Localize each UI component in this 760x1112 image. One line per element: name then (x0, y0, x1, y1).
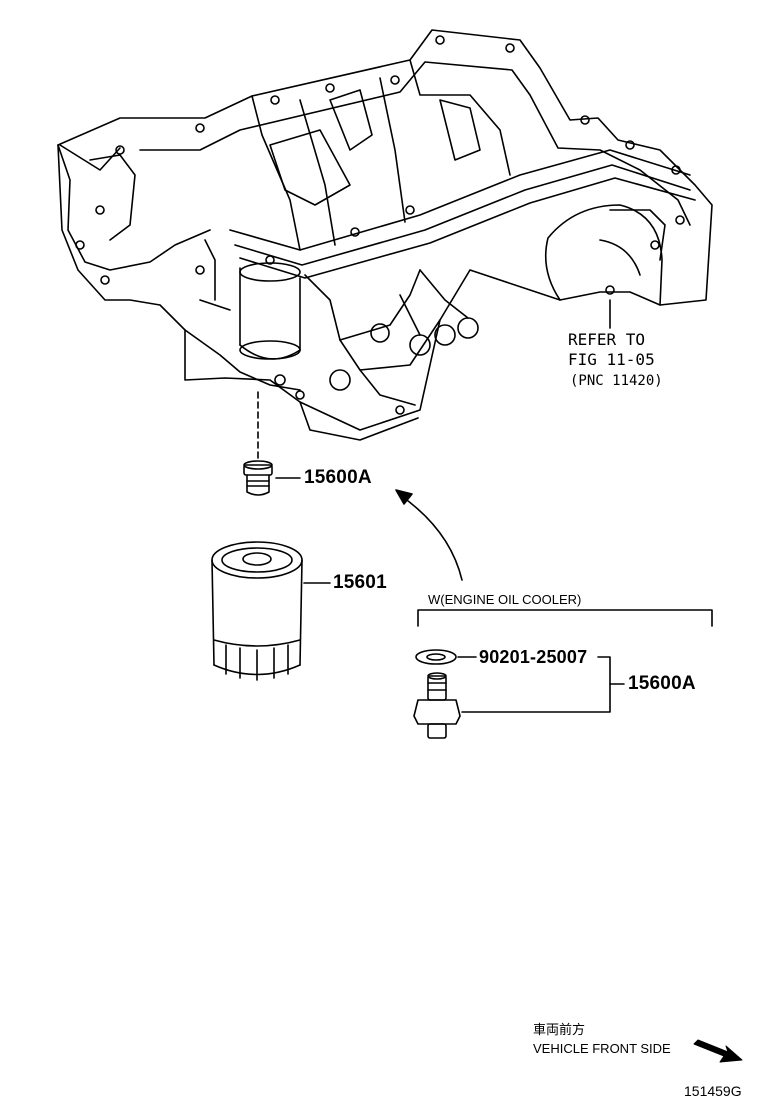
variant-caption: W(ENGINE OIL COOLER) (428, 592, 582, 607)
oil-filter-illustration (211, 541, 303, 681)
variant-bracket (417, 609, 713, 627)
curved-arrow-head (395, 489, 413, 505)
curved-arrow (399, 494, 463, 581)
label-oil-filter-part: 15601 (333, 572, 387, 593)
vehicle-front-arrow-icon (693, 1039, 743, 1063)
refer-line-3: (PNC 11420) (570, 373, 663, 389)
figure-number: 151459G (684, 1083, 742, 1099)
label-gasket-part: 90201-25007 (479, 647, 588, 667)
oil-pan-illustration (57, 29, 713, 441)
refer-line-2: FIG 11-05 (568, 350, 655, 369)
front-side-english: VEHICLE FRONT SIDE (533, 1041, 671, 1056)
label-drain-union-part: 15600A (304, 467, 372, 488)
refer-line-1: REFER TO (568, 330, 646, 349)
gasket-illustration (415, 649, 457, 665)
front-side-japanese: 車両前方 (533, 1022, 586, 1037)
label-cooler-union-part: 15600A (628, 673, 696, 694)
cooler-union-illustration (413, 672, 461, 739)
union-bolt-illustration (243, 460, 273, 496)
